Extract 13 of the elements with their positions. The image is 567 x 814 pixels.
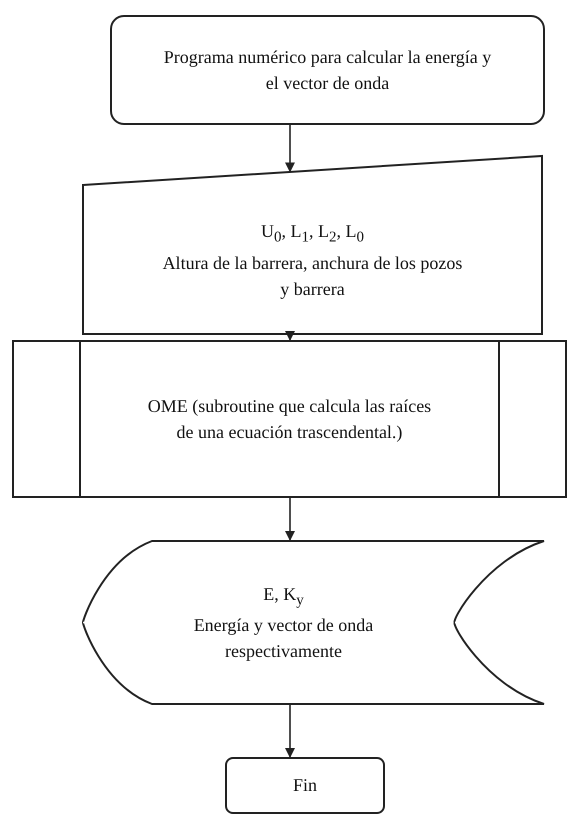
arrow bbox=[285, 705, 295, 758]
step-text: Energía y vector de onda respectivamente bbox=[192, 614, 374, 664]
variable-list: E, K$_{y}$ bbox=[263, 580, 304, 612]
step-text: Fin bbox=[292, 774, 317, 798]
step-text: Programa numérico para calcular la energía y el vector de onda bbox=[162, 46, 492, 95]
variable-list: U$_{0}$, L$_{1}$, L$_{2}$, L$_{0}$ bbox=[261, 218, 364, 250]
arrow bbox=[285, 498, 295, 541]
terminal-box bbox=[110, 15, 545, 125]
arrow bbox=[285, 331, 295, 341]
step-text: Altura de la barrera, anchura de los pozos y barrera bbox=[162, 252, 463, 301]
step-text: OME (subroutine que calcula las raíces de una ecuación trascendental.) bbox=[146, 394, 432, 444]
arrow bbox=[285, 125, 295, 172]
terminal-box bbox=[225, 757, 385, 814]
